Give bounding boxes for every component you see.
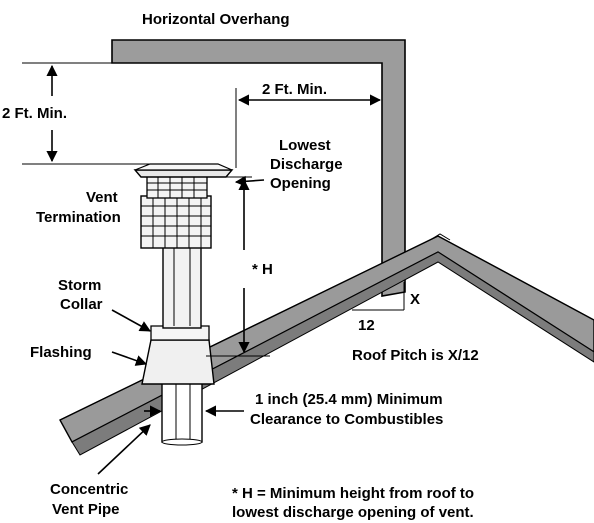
- dimension-h: [206, 176, 270, 357]
- leader-lines: [97, 175, 265, 475]
- dimension-vertical-2ft: [22, 62, 150, 165]
- h-dimension-label: * H: [252, 261, 273, 278]
- vent-termination: [133, 163, 234, 249]
- vent-pipe-upper: [162, 245, 202, 329]
- vent-termination-label-2: Termination: [36, 209, 121, 226]
- concentric-vent-pipe-label-2: Vent Pipe: [52, 501, 120, 518]
- pitch-rise-label: X: [410, 291, 420, 308]
- vertical-clearance-label: 2 Ft. Min.: [2, 105, 67, 122]
- lowest-discharge-label-2: Discharge: [270, 156, 343, 173]
- flashing: [141, 339, 215, 385]
- concentric-vent-pipe-label-1: Concentric: [50, 481, 128, 498]
- storm-collar-label-1: Storm: [58, 277, 101, 294]
- flashing-label: Flashing: [30, 344, 92, 361]
- storm-collar-label-2: Collar: [60, 296, 103, 313]
- clearance-label-1: 1 inch (25.4 mm) Minimum: [255, 391, 443, 408]
- lowest-discharge-label-3: Opening: [270, 175, 331, 192]
- horizontal-overhang-label: Horizontal Overhang: [142, 11, 290, 28]
- roof-pitch-label: Roof Pitch is X/12: [352, 347, 479, 364]
- roof-pitch-indicator: [352, 282, 405, 311]
- pitch-run-label: 12: [358, 317, 375, 334]
- vent-termination-label-1: Vent: [86, 189, 118, 206]
- footnote-line-2: lowest discharge opening of vent.: [232, 504, 474, 521]
- dimension-horizontal-2ft: [235, 88, 382, 168]
- footnote-line-1: * H = Minimum height from roof to: [232, 485, 474, 502]
- lowest-discharge-label-1: Lowest: [279, 137, 331, 154]
- clearance-label-2: Clearance to Combustibles: [250, 411, 443, 428]
- horizontal-clearance-label: 2 Ft. Min.: [262, 81, 327, 98]
